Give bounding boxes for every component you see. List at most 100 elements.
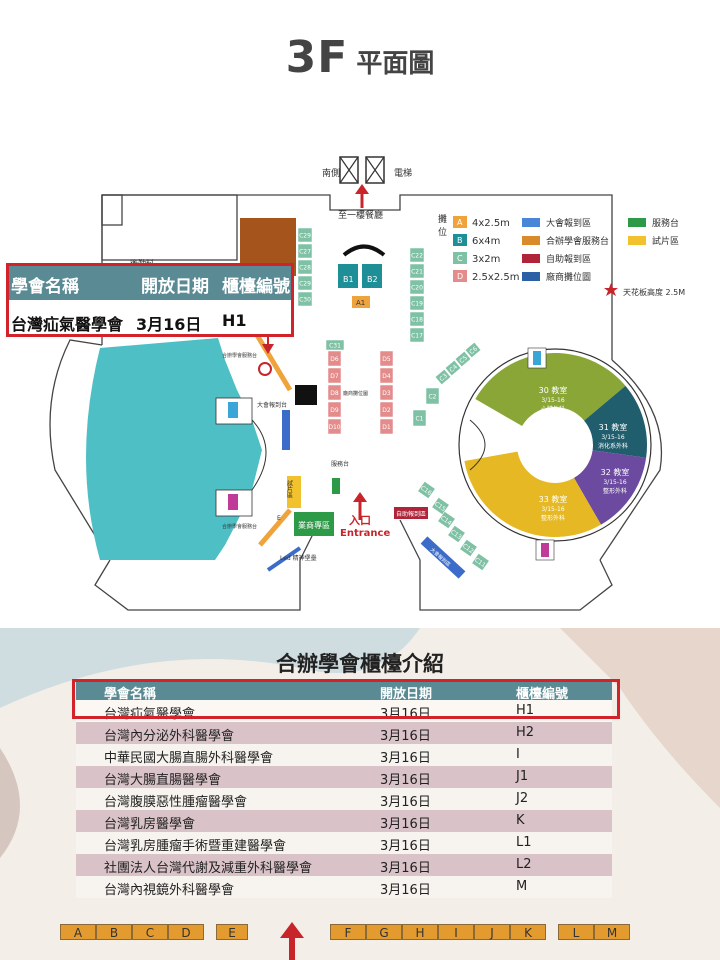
entrance-label-en: Entrance [340,528,390,539]
row-date: 3月16日 [380,795,431,810]
booth-label: D10 [328,424,340,431]
vip-label: 業商專區 [298,520,330,530]
legend-code: B [457,236,463,245]
row-society: 台灣乳房腫瘤手術暨重建醫學會 [104,839,287,854]
header-date: 開放日期 [380,687,433,702]
room-dept: 整形外科 [603,487,627,495]
zone-label: F [330,924,366,940]
booth: D2 [379,401,394,418]
booth-label: C17 [411,333,423,340]
top-label-right: 電梯 [394,167,412,179]
legend-size: 6x4m [472,236,500,247]
trial-area [287,476,301,508]
legend-service-label: 自助報到區 [546,253,591,265]
zone-label: B [96,924,132,940]
booth-label: C20 [411,285,423,292]
booth: C18 [409,311,425,327]
central-hall: B1 B2 A1 [338,244,386,308]
booth-a1-label: A1 [356,299,365,307]
booth: C12 [459,539,478,557]
booth: C29 [297,275,313,291]
legend-service-swatch [628,236,646,245]
row-booth: J1 [516,769,529,784]
vip-area [294,512,334,536]
restroom-icon [533,351,541,365]
callout-booth: H1 [222,311,247,330]
booth-label: C29 [299,281,311,288]
row-booth: I [516,747,520,762]
room-32 [574,450,647,525]
row-booth: L1 [516,835,532,850]
corner-e-label: E [277,515,281,522]
booth-label: D2 [382,407,391,414]
restroom-icon [541,543,549,557]
zone-label: J [474,924,510,940]
legend-code: D [457,272,463,281]
zone-label: I [438,924,474,940]
bottom-background [0,628,720,858]
zone-label: D [168,924,204,940]
entrance-label-cn: 入口 [349,514,371,527]
legend-service-swatch [522,218,540,227]
booth: D6 [327,350,342,367]
booth: C5 [454,350,472,368]
service-bottom-label: 合辦學會服務台 [222,523,257,530]
table-highlight [72,679,620,719]
table-title: 合辦學會櫃檯介紹 [276,652,444,676]
booth-label: C30 [299,297,311,304]
booth: C16 [417,481,436,499]
restroom-icon [228,402,238,418]
led-label: Led 精神堡壘 [280,554,317,562]
legend-heading-bottom: 位 [438,226,447,238]
row-date: 3月16日 [380,729,431,744]
down-arrow-icon [262,344,274,354]
booth: C20 [409,279,425,295]
booth-label: C18 [411,317,423,324]
legend-swatch-d [453,270,467,282]
room-31 [584,385,647,458]
callout-header-booth: 櫃檯編號 [222,277,290,297]
legend-heading-top: 攤 [438,213,447,225]
booth-label: C4 [448,363,459,374]
row-society: 台灣內視鏡外科醫學會 [104,883,235,898]
booth: D9 [327,401,342,418]
row-date: 3月16日 [380,883,431,898]
top-label-left: 南側 [322,167,340,179]
main-hall [86,338,267,560]
floor-number: 3F [285,32,349,83]
callout-header-date: 開放日期 [141,277,209,297]
booth-b2 [362,264,382,288]
booth-label: C21 [411,269,423,276]
row-society: 社團法人台灣代謝及減重外科醫學會 [104,861,313,876]
booth: C27 [297,243,313,259]
booth: C30 [297,291,313,307]
booth: D3 [379,384,394,401]
booth: C21 [409,263,425,279]
booth-label: C27 [299,249,311,256]
booth: C22 [409,247,425,263]
zone-label: A [60,924,96,940]
booth: C6 [464,341,482,359]
legend-service-label: 試片區 [652,235,679,247]
booth: C19 [409,295,425,311]
booth-label: C6 [468,345,479,356]
booth-label: D6 [330,356,339,363]
callout-header: 學會名稱 開放日期 櫃檯編號 [9,266,291,300]
booth-label: C31 [329,343,341,350]
booth: C4 [444,359,462,377]
booth-b2-label: B2 [367,275,378,284]
trial-label: 試片區 [286,479,293,498]
map-labels: 合辦學會服務台 M L 大會報到台 試片區 服務台 業商專區 合辦學會服務台 L… [222,314,466,579]
room-name: 33 教室 [539,494,568,504]
legend-service-label: 合辦學會服務台 [546,235,609,247]
legend-service-swatch [522,236,540,245]
room-dept: 消化系外科 [598,442,628,450]
row-society: 台灣大腸直腸醫學會 [104,773,222,788]
booth-label: C3 [438,372,449,383]
booth-label: D5 [382,356,391,363]
